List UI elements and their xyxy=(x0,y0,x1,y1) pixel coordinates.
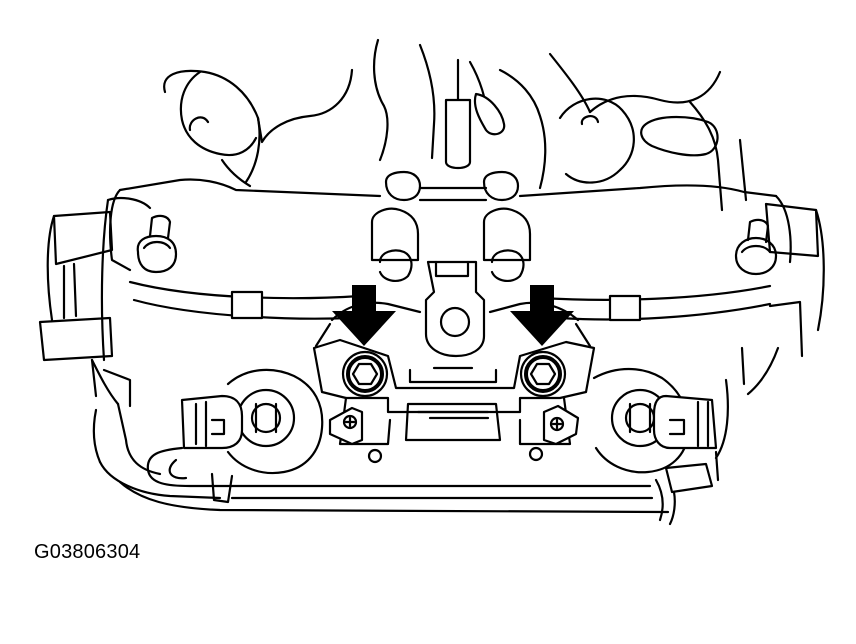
figure-code: G03806304 xyxy=(34,541,141,563)
manifold-flange xyxy=(108,170,792,322)
arrow-right xyxy=(510,285,574,346)
right-bracket xyxy=(714,202,825,460)
left-bracket xyxy=(38,197,162,476)
arrow-left xyxy=(332,285,396,346)
intake-manifold-upper xyxy=(163,38,748,212)
bolt-right xyxy=(519,350,567,398)
bolt-left xyxy=(341,350,389,398)
delivery-pipe xyxy=(312,207,596,464)
injector-left xyxy=(180,368,364,475)
wiring-harness xyxy=(92,408,720,526)
injector-right xyxy=(542,368,718,474)
